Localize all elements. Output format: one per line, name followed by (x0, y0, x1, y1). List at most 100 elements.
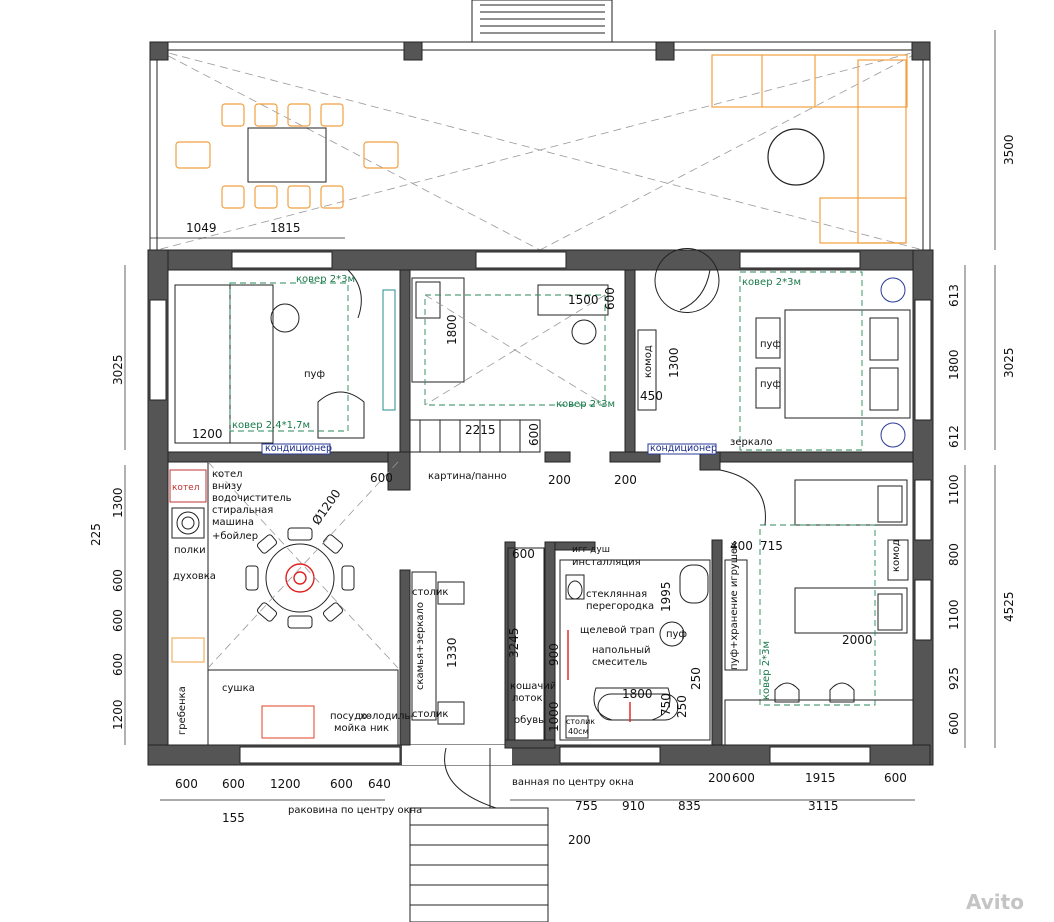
carpet-kids-label: ковер 2*3м (761, 641, 772, 700)
dim-in-600c: 600 (370, 471, 393, 485)
dim-right-upper: 3025 (1002, 347, 1016, 378)
bath-note: ванная по центру окна (512, 777, 634, 788)
dim-left-1300: 1300 (111, 487, 125, 518)
dim-in-2215: 2215 (465, 423, 496, 437)
dim-right-925: 925 (947, 667, 961, 690)
dimension-lines (124, 30, 996, 801)
dim-in-1500: 1500 (568, 293, 599, 307)
dim-in-1800: 1800 (445, 314, 459, 345)
dim-right-1100b: 1100 (947, 599, 961, 630)
dim-bottom-600e: 600 (884, 771, 907, 785)
dim-bottom-640: 640 (368, 777, 391, 791)
dim-in-200b: 200 (614, 473, 637, 487)
bathroom (559, 559, 711, 741)
dim-right-1100a: 1100 (947, 474, 961, 505)
toys-storage-label: пуф+хранение игрушек (729, 541, 740, 670)
mixer-label-1: напольный (592, 645, 651, 656)
dim-in-3245: 3245 (507, 627, 521, 658)
ac-unit-2 (647, 443, 717, 455)
carpet-master-label: ковер 2*3м (742, 277, 801, 288)
carpet-living-label: ковер 2*3м (296, 274, 355, 285)
dim-in-2000: 2000 (842, 633, 873, 647)
dim-bottom-200a: 200 (568, 833, 591, 847)
mirror-label: зеркало (730, 437, 773, 448)
living-room (174, 269, 396, 444)
dim-in-250a: 250 (689, 667, 703, 690)
dresser-master-label: комод (643, 345, 654, 378)
kids-bedroom (719, 469, 914, 746)
dim-in-1200: 1200 (192, 427, 223, 441)
dim-in-715: 715 (760, 539, 783, 553)
dim-bottom-1915: 1915 (805, 771, 836, 785)
boiler-desc-1: котел (212, 469, 243, 480)
dim-right-1800: 1800 (947, 349, 961, 380)
oven-label: духовка (173, 571, 216, 582)
dim-in-600: 600 (603, 287, 617, 310)
glass-partition-label-1: стеклянная (586, 589, 648, 600)
dryer-label: сушка (222, 683, 255, 694)
cat-tray-label-2: лоток (512, 693, 543, 704)
dresser-kids-label: комод (891, 539, 902, 572)
dim-in-250b: 250 (675, 695, 689, 718)
dim-bottom-600c: 600 (330, 777, 353, 791)
dim-in-1330: 1330 (445, 637, 459, 668)
side-table-label: столик (566, 717, 596, 726)
carpet-study-label: ковер 2*3м (556, 399, 615, 410)
dim-bottom-200b: 200 (708, 771, 731, 785)
ac-2-label: кондиционер (650, 443, 718, 454)
boiler-desc-6: +бойлер (212, 531, 259, 542)
boiler-desc-2: внизу (212, 481, 243, 492)
dim-bottom-155: 155 (222, 811, 245, 825)
fridge-label-2: ник (370, 723, 390, 734)
installation-label: инсталляция (572, 557, 641, 568)
cat-tray-label-1: кошачий (510, 681, 557, 692)
stool-1-label: столик (412, 587, 449, 598)
dim-in-450: 450 (640, 389, 663, 403)
dim-left-600a: 600 (111, 569, 125, 592)
dishwasher-label-2: мойка (334, 723, 367, 734)
dim-left-upper: 3025 (111, 354, 125, 385)
dim-in-1000: 1000 (547, 701, 561, 732)
dim-bottom-835: 835 (678, 799, 701, 813)
boiler-desc-4: стиральная (212, 505, 274, 516)
dim-bottom-600b: 600 (222, 777, 245, 791)
stool-2-label: столик (412, 709, 449, 720)
study-room (409, 277, 609, 453)
dishwasher-label-1: посудо- (330, 711, 371, 722)
pouf-master-2-label: пуф (760, 379, 782, 390)
dim-left-1200: 1200 (111, 699, 125, 730)
dim-bottom-910: 910 (622, 799, 645, 813)
dim-in-900: 900 (547, 643, 561, 666)
pouf-bath-label: пуф (666, 629, 688, 640)
ac-1-label: кондиционер (265, 443, 333, 454)
dim-bottom-600d: 600 (732, 771, 755, 785)
boiler-tag: котел (172, 483, 200, 493)
shower-label: игг душ (572, 545, 610, 555)
pouf-master-1-label: пуф (760, 339, 782, 350)
dim-in-600b: 600 (527, 423, 541, 446)
dim-left-600c: 600 (111, 653, 125, 676)
dim-in-200a: 200 (548, 473, 571, 487)
dim-bottom-3115: 3115 (808, 799, 839, 813)
dim-right-600: 600 (947, 712, 961, 735)
dim-in-1995: 1995 (659, 581, 673, 612)
dim-top-left: 1049 (186, 221, 217, 235)
carpet-living-size-label: ковер 2,4*1,7м (232, 420, 311, 431)
walls (147, 249, 934, 766)
shelves-label: полки (174, 545, 206, 556)
dim-in-600d: 600 (512, 547, 535, 561)
terrace-dining-set (175, 103, 399, 209)
dim-left-600b: 600 (111, 609, 125, 632)
dim-top-mid: 1815 (270, 221, 301, 235)
terrace (149, 0, 931, 251)
mixer-label-2: смеситель (592, 657, 648, 668)
boiler-desc-3: водочиститель (212, 493, 292, 504)
bench-mirror-label: скамья+зеркало (415, 602, 426, 690)
side-table-size-label: 40см (568, 727, 589, 736)
sink-note: раковина по центру окна (288, 805, 423, 816)
pouf-living-label: пуф (304, 369, 326, 380)
terrace-lounge-set (711, 54, 908, 244)
dim-right-total-lower: 4525 (1002, 591, 1016, 622)
dim-left-225: 225 (89, 523, 103, 546)
watermark: Avito (966, 890, 1024, 914)
